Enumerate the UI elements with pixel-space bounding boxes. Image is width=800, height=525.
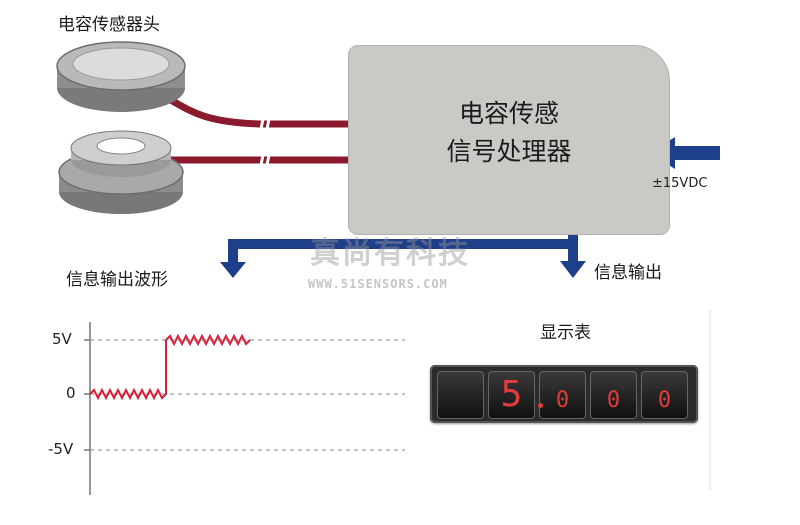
cable-break-marks	[258, 113, 272, 171]
power-label: ±15VDC	[652, 176, 708, 191]
output-waveform-label: 信息输出波形	[66, 270, 168, 290]
sensor-head-bottom	[58, 130, 184, 214]
waveform-line	[89, 333, 251, 401]
display-digit-4: 0	[641, 371, 688, 419]
tick-0v: 0	[66, 384, 76, 402]
display-digit-2: 0	[539, 371, 586, 419]
watermark-url: WWW.51SENSORS.COM	[308, 277, 448, 291]
tick-5v: 5V	[52, 330, 72, 348]
tick-neg5v: -5V	[48, 440, 74, 458]
digital-display: 5 0 0 0	[430, 365, 698, 423]
signal-output-label: 信息输出	[594, 263, 662, 283]
sensor-head-label: 电容传感器头	[58, 15, 160, 35]
processor-label-line2: 信号处理器	[446, 137, 572, 166]
output-arrows	[220, 232, 586, 278]
sensor-head-top	[56, 41, 186, 112]
decimal-point	[538, 403, 543, 408]
watermark-text: 真尚有科技	[310, 236, 470, 271]
display-cell-blank	[437, 371, 484, 419]
processor-label-line1: 电容传感	[458, 99, 559, 128]
display-digit-3: 0	[590, 371, 637, 419]
display-title: 显示表	[540, 323, 591, 343]
sensor-cable-top	[158, 90, 350, 128]
display-digit-1: 5	[488, 371, 535, 419]
signal-processor-box: 电容传感 信号处理器	[348, 45, 670, 235]
waveform-chart	[84, 322, 405, 495]
